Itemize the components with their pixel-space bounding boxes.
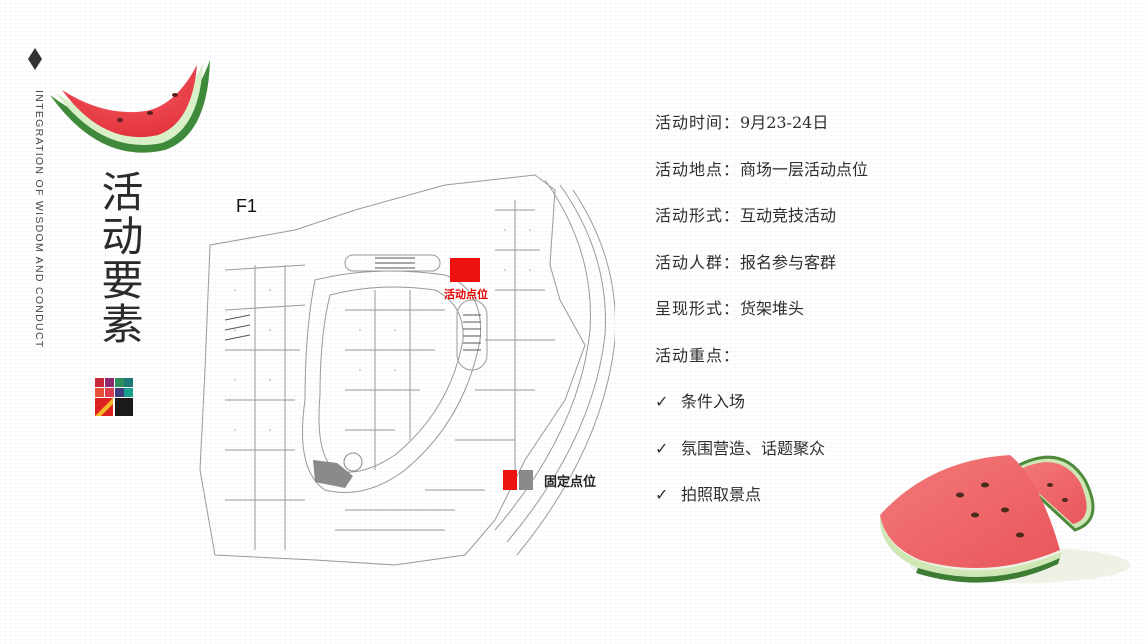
highlight-item: ✓ 条件入场 <box>655 389 1055 436</box>
info-label: 活动形式： <box>655 206 741 225</box>
info-row-time: 活动时间： 9月23-24日 <box>655 110 1055 157</box>
watermelon-slice-image <box>50 60 210 153</box>
highlight-item: ✓ 氛围营造、话题聚众 <box>655 436 1055 483</box>
info-value: 9月23-24日 <box>740 113 829 132</box>
info-row-focus: 活动重点： <box>655 343 1055 390</box>
check-icon: ✓ <box>655 485 669 504</box>
event-info-list: 活动时间： 9月23-24日 活动地点： 商场一层活动点位 活动形式： 互动竞技… <box>655 110 1055 529</box>
check-icon: ✓ <box>655 438 669 458</box>
map-legend: 固定点位 <box>503 470 596 490</box>
legend-red-square <box>503 470 517 490</box>
info-row-presentation: 呈现形式： 货架堆头 <box>655 296 1055 343</box>
legend-gray-square <box>519 470 533 490</box>
info-label: 活动时间： <box>655 113 741 132</box>
mosaic-icon <box>95 378 133 416</box>
check-icon: ✓ <box>655 392 669 411</box>
info-row-audience: 活动人群： 报名参与客群 <box>655 250 1055 297</box>
side-caption: INTEGRATION OF WISDOM AND CONDUCT <box>33 90 45 349</box>
info-value: 互动竞技活动 <box>740 206 837 225</box>
floor-plan-map <box>199 174 615 566</box>
highlight-item: ✓ 拍照取景点 <box>655 482 1055 529</box>
info-label: 呈现形式： <box>655 299 741 318</box>
info-label: 活动人群： <box>655 252 741 272</box>
info-row-format: 活动形式： 互动竞技活动 <box>655 203 1055 250</box>
info-label: 活动地点： <box>655 159 741 179</box>
info-label: 活动重点： <box>655 345 741 365</box>
info-value: 货架堆头 <box>740 299 805 318</box>
info-value: 商场一层活动点位 <box>740 159 869 179</box>
floor-label: F1 <box>236 196 258 216</box>
activity-spot-label: 活动点位 <box>444 288 488 301</box>
info-value: 报名参与客群 <box>740 252 837 272</box>
diamond-icon <box>28 48 42 70</box>
page-title: 活动要素 <box>95 170 144 346</box>
info-row-location: 活动地点： 商场一层活动点位 <box>655 157 1055 204</box>
legend-label: 固定点位 <box>544 474 597 490</box>
watermelon-wedges-image <box>879 455 1130 583</box>
